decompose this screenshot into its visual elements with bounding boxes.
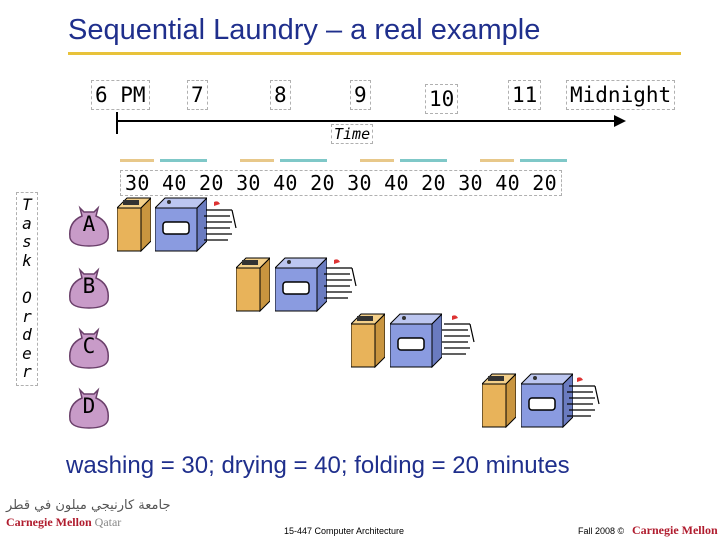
task-order-char: e: [22, 343, 32, 363]
dryer-icon: [390, 313, 442, 368]
laundry-bag-d: D: [66, 384, 112, 430]
footer-date: Fall 2008 ©: [578, 526, 625, 536]
dryer-icon: [521, 373, 573, 428]
segment-wash: [120, 159, 154, 162]
time-axis-label: Time: [331, 124, 374, 144]
laundry-bag-a: A: [66, 202, 112, 248]
duration-row: 30 40 20 30 40 20 30 40 20 30 40 20: [120, 170, 562, 196]
hour-label-8: 8: [270, 80, 291, 110]
task-order-char: T: [22, 195, 32, 214]
laundry-bag-b: B: [66, 264, 112, 310]
cmu-qatar-logo: جامعة كارنيجي ميلون في قطر Carnegie Mell…: [6, 498, 170, 532]
hour-label-11: 11: [508, 80, 542, 110]
footer-course: 15-447 Computer Architecture: [284, 526, 405, 536]
dryer-icon: [155, 197, 207, 252]
washer-icon: [117, 197, 151, 252]
bag-icon: [69, 327, 109, 369]
laundry-bag-c: C: [66, 324, 112, 370]
task-order-char: d: [22, 325, 32, 345]
slide-title: Sequential Laundry – a real example: [68, 14, 541, 46]
bag-icon: [69, 267, 109, 309]
logo-arabic-text: جامعة كارنيجي ميلون في قطر: [6, 498, 171, 513]
bag-icon: [69, 205, 109, 247]
task-order-char: k: [22, 250, 32, 270]
folded-clothes-icon: [442, 315, 475, 355]
task-order-char: s: [22, 232, 32, 252]
task-order-char: O: [22, 287, 32, 307]
logo-suffix: Qatar: [94, 515, 122, 529]
washer-icon: [351, 313, 385, 368]
cmu-logo: Carnegie Mellon: [632, 523, 718, 537]
logo-name: Carnegie Mellon: [6, 515, 92, 529]
folded-clothes-icon: [204, 201, 237, 241]
hour-label-6pm: 6 PM: [91, 80, 150, 110]
segment-dry: [160, 159, 208, 162]
logo-name-text: Carnegie Mellon Qatar: [6, 515, 121, 530]
time-axis-arrowhead: [614, 115, 626, 127]
segment-dry: [400, 159, 448, 162]
hour-label-9: 9: [350, 80, 371, 110]
hour-label-midnight: Midnight: [566, 80, 676, 110]
task-label-d: D: [82, 394, 96, 418]
caption-stage-times: washing = 30; drying = 40; folding = 20 …: [66, 452, 570, 479]
segment-wash: [360, 159, 394, 162]
title-underline: [68, 52, 681, 55]
segment-dry: [520, 159, 568, 162]
hour-label-10: 10: [425, 84, 459, 114]
time-axis-line: [117, 120, 617, 122]
task-order-char: r: [22, 306, 32, 326]
folded-clothes-icon: [567, 377, 600, 417]
segment-dry: [280, 159, 328, 162]
segment-wash: [240, 159, 274, 162]
washer-icon: [482, 373, 516, 428]
segment-wash: [480, 159, 514, 162]
time-axis-tick: [116, 112, 118, 134]
hour-label-7: 7: [187, 80, 208, 110]
folded-clothes-icon: [324, 259, 357, 299]
task-label-c: C: [82, 334, 96, 358]
task-order-char: [17, 270, 37, 289]
task-label-b: B: [82, 274, 96, 298]
washer-icon: [236, 257, 270, 312]
task-order-label: T a s k O r d e r: [16, 192, 38, 386]
bag-icon: [69, 387, 109, 429]
task-label-a: A: [82, 212, 96, 236]
task-order-char: a: [22, 213, 32, 233]
task-order-char: r: [22, 362, 32, 382]
